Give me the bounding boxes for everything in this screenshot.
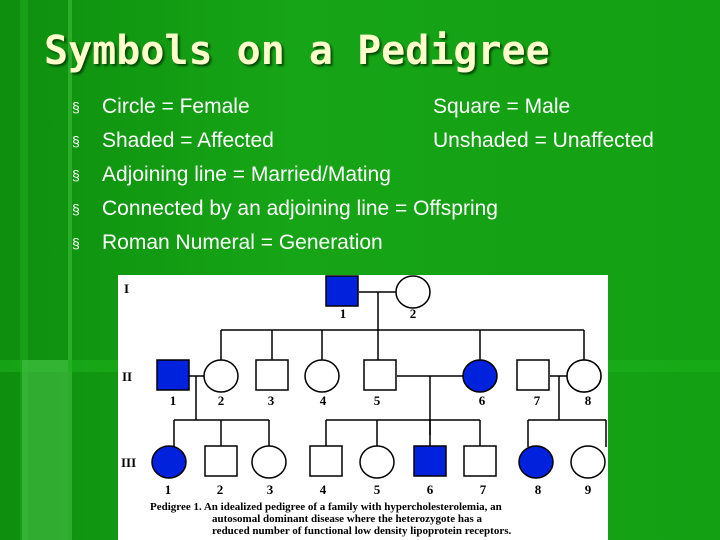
unaffected-male	[516, 359, 550, 391]
affected-female	[518, 445, 554, 479]
individual-number: 4	[319, 482, 327, 497]
caption-line: reduced number of functional low density…	[212, 525, 512, 537]
individual-number: 2	[409, 306, 417, 321]
generation-label: III	[121, 455, 137, 470]
bullet-text: Connected by an adjoining line = Offspri…	[102, 197, 498, 220]
bullet-text-secondary: Unshaded = Unaffected	[433, 129, 654, 152]
bullet-item: § Roman Numeral = Generation	[72, 231, 712, 263]
bullet-marker: §	[72, 133, 80, 149]
bullet-item: § Connected by an adjoining line = Offsp…	[72, 197, 712, 229]
generation-label: II	[122, 369, 133, 384]
unaffected-female	[395, 275, 431, 309]
bullet-item: § Adjoining line = Married/Mating	[72, 163, 712, 195]
affected-female	[151, 445, 187, 479]
bullet-marker: §	[72, 235, 80, 251]
unaffected-male	[309, 445, 343, 477]
individual-number: 9	[584, 482, 592, 497]
bullet-item: § Shaded = Affected Unshaded = Unaffecte…	[72, 129, 712, 161]
pedigree-chart	[151, 275, 607, 479]
individual-number: 3	[266, 482, 274, 497]
individual-number: 2	[216, 482, 224, 497]
caption-line: Pedigree 1. An idealized pedigree of a f…	[150, 501, 502, 513]
affected-male	[325, 275, 359, 307]
individual-number: 4	[319, 393, 327, 408]
unaffected-female	[203, 359, 239, 393]
individual-number: 6	[478, 393, 486, 408]
affected-female	[462, 359, 498, 393]
bullet-item: § Circle = Female Square = Male	[72, 95, 712, 127]
individual-number: 1	[169, 393, 177, 408]
unaffected-female	[359, 445, 395, 479]
individual-number: 8	[584, 393, 592, 408]
affected-male	[156, 359, 190, 391]
bullet-text: Adjoining line = Married/Mating	[102, 163, 391, 186]
unaffected-female	[251, 445, 287, 479]
individual-number: 7	[533, 393, 541, 408]
decor-band	[20, 0, 28, 540]
individual-number: 2	[217, 393, 225, 408]
decor-band	[68, 0, 72, 540]
figure-caption: Pedigree 1. An idealized pedigree of a f…	[150, 501, 600, 537]
individual-number: 5	[373, 393, 381, 408]
unaffected-male	[255, 359, 289, 391]
unaffected-female	[304, 359, 340, 393]
bullet-marker: §	[72, 99, 80, 115]
bullet-text-secondary: Square = Male	[433, 95, 571, 118]
pedigree-figure: I II III 1 2 1 2 3 4 5 6 7 8 1 2 3 4 5 6…	[118, 275, 608, 540]
bullet-text: Circle = Female	[102, 95, 250, 118]
bullet-marker: §	[72, 167, 80, 183]
individual-number: 7	[479, 482, 487, 497]
individual-number: 5	[373, 482, 381, 497]
unaffected-female	[570, 445, 606, 479]
decor-band	[22, 360, 68, 540]
caption-line: autosomal dominant disease where the het…	[212, 513, 482, 525]
generation-label: I	[124, 281, 130, 296]
individual-number: 1	[164, 482, 172, 497]
unaffected-male	[363, 359, 397, 391]
individual-number: 8	[534, 482, 542, 497]
individual-number: 6	[426, 482, 434, 497]
unaffected-male	[204, 445, 238, 477]
bullet-text: Shaded = Affected	[102, 129, 274, 152]
unaffected-male	[463, 445, 497, 477]
individual-number: 1	[339, 306, 347, 321]
slide-title: Symbols on a Pedigree	[44, 28, 550, 74]
bullet-text: Roman Numeral = Generation	[102, 231, 383, 254]
bullet-marker: §	[72, 201, 80, 217]
individual-number: 3	[267, 393, 275, 408]
affected-male	[413, 445, 447, 477]
unaffected-female	[566, 359, 602, 393]
